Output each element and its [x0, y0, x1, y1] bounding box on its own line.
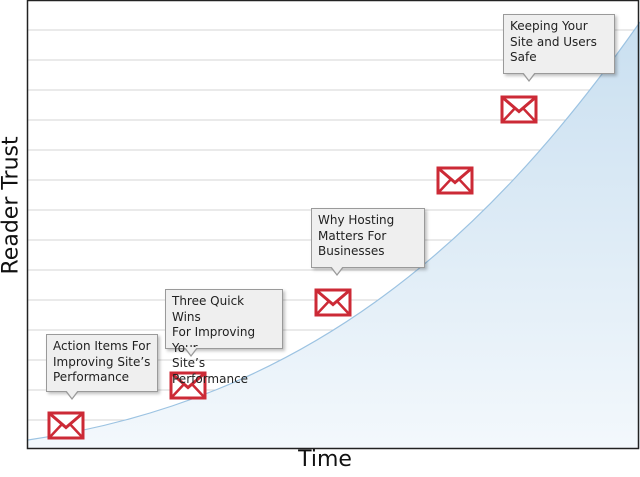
- plot-frame: [26, 0, 640, 450]
- y-axis-label: Reader Trust: [0, 136, 24, 275]
- email-callout-1: Action Items For Improving Site’s Perfor…: [46, 334, 158, 400]
- email-callout-5: Keeping Your Site and Users Safe: [503, 14, 615, 82]
- trust-curve-area: [28, 22, 640, 448]
- callout-text: Why Hosting Matters For Businesses: [318, 213, 395, 258]
- callout-pointer: [184, 347, 198, 357]
- callout-text: Three Quick Wins For Improving Your Site…: [172, 294, 256, 386]
- callout-pointer: [65, 390, 79, 400]
- callout-text: Action Items For Improving Site’s Perfor…: [53, 339, 151, 384]
- envelope-icon: [169, 371, 207, 400]
- x-axis-label: Time: [298, 447, 352, 472]
- email-callout-2: Three Quick Wins For Improving Your Site…: [165, 289, 283, 386]
- callout-pointer: [330, 266, 344, 276]
- email-callout-3: Why Hosting Matters For Businesses: [311, 208, 425, 276]
- envelope-icon: [436, 166, 474, 195]
- trust-curve-line: [27, 21, 640, 441]
- envelope-icon: [47, 411, 85, 440]
- envelope-icon: [314, 288, 352, 317]
- envelope-icon: [500, 95, 538, 124]
- callout-pointer: [522, 72, 536, 82]
- callout-text: Keeping Your Site and Users Safe: [510, 19, 597, 64]
